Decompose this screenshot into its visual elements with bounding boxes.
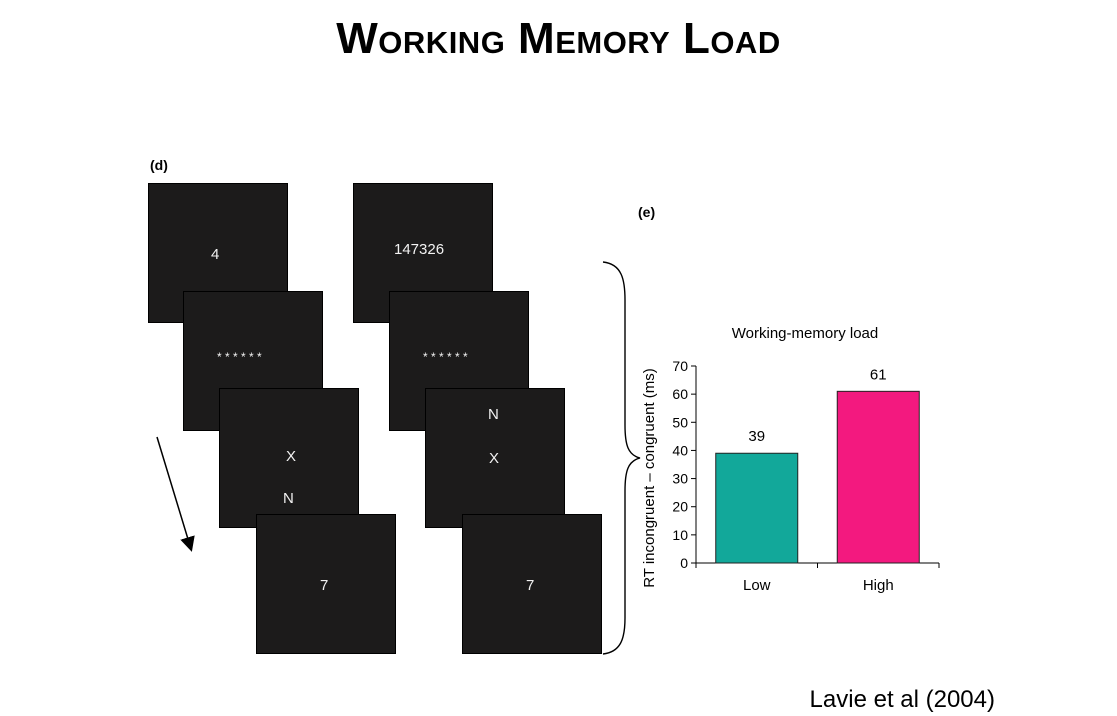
low-screen-1-text: 4 [211,246,220,263]
high-screen-3: N X [426,389,564,527]
data-label-low: 39 [748,428,765,445]
chart-title: Working-memory load [732,325,878,342]
high-screen-1-text: 147326 [394,241,445,258]
high-screen-3-target: X [489,450,500,467]
high-screen-3-distractor: N [488,406,499,423]
y-tick-label: 60 [672,386,688,402]
high-screen-4: 7 [463,515,601,653]
citation: Lavie et al (2004) [809,686,995,713]
y-tick-label: 20 [672,499,688,515]
low-screen-4: 7 [257,515,395,653]
low-screen-3: X N [220,389,358,527]
low-screen-2-text: * * * * * * [217,350,262,364]
bar-low [715,452,799,564]
x-tick-label-high: High [863,577,894,594]
high-screen-4-text: 7 [526,577,535,594]
y-tick-label: 10 [672,527,688,543]
page-title: Working Memory Load [336,14,781,63]
y-tick-label: 0 [680,555,688,571]
panel-e-label: (e) [638,204,656,220]
bar-high [836,390,920,564]
low-screen-3-distractor: N [283,490,294,507]
y-tick-label: 40 [672,442,688,458]
high-screen-2-text: * * * * * * [423,350,468,364]
y-tick-label: 50 [672,414,688,430]
x-tick-label-low: Low [743,577,771,594]
y-axis-label: RT incongruent – congruent (ms) [641,368,658,588]
low-screen-4-text: 7 [320,577,329,594]
y-tick-label: 30 [672,471,688,487]
panel-d-label: (d) [150,157,168,173]
low-screen-3-target: X [286,448,297,465]
data-label-high: 61 [870,366,887,383]
y-tick-label: 70 [672,358,688,374]
